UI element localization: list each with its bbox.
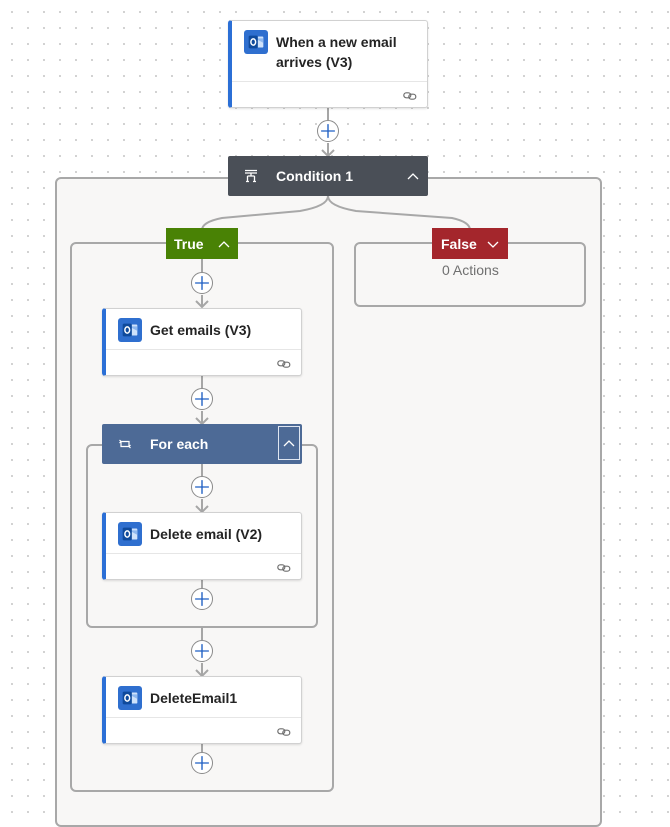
- link-icon[interactable]: [277, 562, 291, 574]
- false-branch-pill[interactable]: False: [432, 228, 508, 259]
- plus-icon: [192, 272, 212, 294]
- plus-icon: [192, 640, 212, 662]
- chevron-up-icon[interactable]: [407, 172, 419, 180]
- for-each-title: For each: [150, 436, 209, 452]
- add-action-button[interactable]: [191, 476, 213, 498]
- plus-icon: [192, 588, 212, 610]
- plus-icon: [192, 388, 212, 410]
- add-action-button[interactable]: [191, 640, 213, 662]
- chevron-up-icon[interactable]: [218, 240, 230, 248]
- trigger-title-line1: When a new email: [276, 34, 397, 50]
- outlook-icon: [118, 522, 142, 546]
- trigger-card[interactable]: When a new email arrives (V3): [228, 20, 428, 108]
- link-icon[interactable]: [277, 358, 291, 370]
- chevron-up-icon: [283, 440, 295, 447]
- add-action-button[interactable]: [191, 588, 213, 610]
- for-each-header[interactable]: For each: [102, 424, 302, 464]
- link-icon[interactable]: [403, 90, 417, 102]
- card-footer: [106, 717, 301, 743]
- condition-title: Condition 1: [276, 168, 353, 184]
- delete-email-1-title: DeleteEmail1: [150, 690, 238, 706]
- plus-icon: [192, 476, 212, 498]
- add-action-button[interactable]: [191, 752, 213, 774]
- true-label: True: [174, 235, 204, 252]
- false-empty-text: 0 Actions: [442, 262, 499, 278]
- link-icon[interactable]: [277, 726, 291, 738]
- trigger-title-line2: arrives (V3): [276, 54, 353, 70]
- chevron-down-icon[interactable]: [487, 240, 499, 248]
- false-branch-scope: [354, 242, 586, 307]
- outlook-icon: [118, 318, 142, 342]
- get-emails-title: Get emails (V3): [150, 322, 252, 338]
- true-branch-pill[interactable]: True: [166, 228, 238, 259]
- condition-icon: [245, 169, 257, 183]
- add-action-button[interactable]: [191, 388, 213, 410]
- condition-header[interactable]: Condition 1: [228, 156, 428, 196]
- delete-email-title: Delete email (V2): [150, 526, 263, 542]
- outlook-icon: [118, 686, 142, 710]
- collapse-button[interactable]: [278, 426, 300, 460]
- card-footer: [106, 349, 301, 375]
- loop-icon: [119, 439, 131, 449]
- get-emails-card[interactable]: Get emails (V3): [102, 308, 302, 376]
- card-footer: [232, 81, 427, 107]
- delete-email-card[interactable]: Delete email (V2): [102, 512, 302, 580]
- false-label: False: [441, 235, 477, 252]
- delete-email-1-card[interactable]: DeleteEmail1: [102, 676, 302, 744]
- add-action-button[interactable]: [317, 120, 339, 142]
- plus-icon: [192, 752, 212, 774]
- card-footer: [106, 553, 301, 579]
- plus-icon: [318, 120, 338, 142]
- add-action-button[interactable]: [191, 272, 213, 294]
- outlook-icon: [244, 30, 268, 54]
- trigger-title: When a new email arrives (V3): [276, 32, 397, 72]
